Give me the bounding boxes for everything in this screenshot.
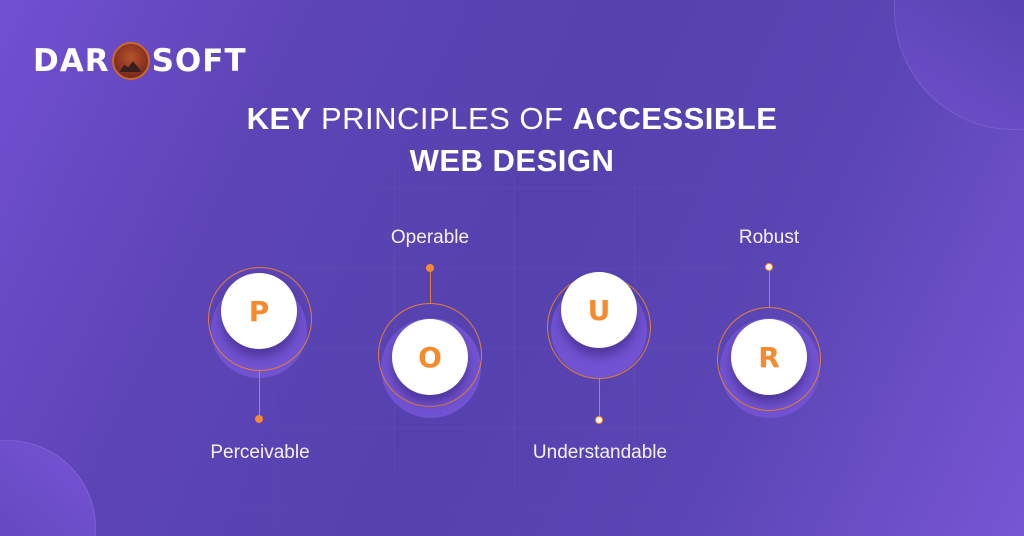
- title-line-2: WEB DESIGN: [409, 143, 615, 178]
- understandable-label: Understandable: [532, 442, 668, 463]
- understandable-letter-badge: U: [561, 272, 637, 348]
- robust-connector-line: [768, 271, 770, 307]
- operable-letter-badge: O: [392, 319, 468, 395]
- title-keyword-key: KEY: [246, 101, 312, 136]
- mountain-emblem-icon: [111, 42, 150, 80]
- perceivable-connector-dot: [255, 415, 263, 423]
- understandable-connector-line: [598, 379, 600, 417]
- logo-text-left: DAR: [33, 43, 110, 79]
- title-keyword-accessible: ACCESSIBLE: [572, 101, 778, 136]
- understandable-connector-dot: [595, 416, 603, 424]
- perceivable-label: Perceivable: [210, 442, 310, 463]
- perceivable-connector-line: [258, 371, 260, 417]
- title-principles-of: PRINCIPLES OF: [311, 101, 573, 136]
- logo-text-right: SOFT: [151, 43, 247, 79]
- operable-connector-line: [429, 268, 431, 304]
- perceivable-orange-ring: [208, 267, 312, 371]
- title-line-1: KEY PRINCIPLES OF ACCESSIBLE: [0, 98, 1024, 140]
- page-title: KEY PRINCIPLES OF ACCESSIBLE WEB DESIGN: [0, 98, 1024, 182]
- robust-letter-badge: R: [731, 319, 807, 395]
- operable-orange-ring: [378, 303, 482, 407]
- robust-label: Robust: [738, 227, 800, 248]
- decorative-corner-circle-bottom-left: [0, 440, 96, 536]
- brand-logo: DAR SOFT: [33, 42, 247, 80]
- perceivable-letter-badge: P: [221, 273, 297, 349]
- robust-orange-ring: [717, 307, 821, 411]
- operable-label: Operable: [390, 227, 470, 248]
- robust-connector-dot: [765, 263, 773, 271]
